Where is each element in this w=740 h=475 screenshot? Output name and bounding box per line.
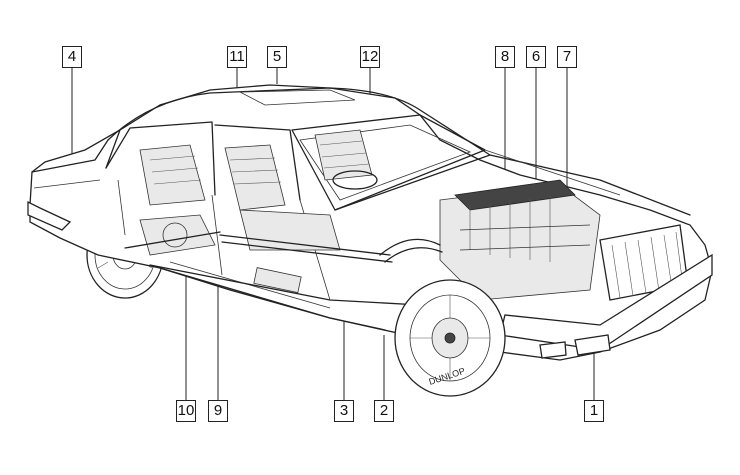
callout-10: 10 [176,400,196,422]
steering-wheel [332,170,378,190]
rear-axle-assembly [124,214,221,256]
callout-5: 5 [267,46,287,68]
callout-8: 8 [495,46,515,68]
callout-12: 12 [360,46,380,68]
callout-2: 2 [374,400,394,422]
callout-6: 6 [526,46,546,68]
rear-seat [139,144,206,206]
air-intake [379,238,443,263]
callout-9: 9 [208,400,228,422]
exhaust [149,264,421,306]
propshaft [219,234,393,263]
front-wheel [394,279,506,397]
callout-7: 7 [557,46,577,68]
callout-1: 1 [584,400,604,422]
sunroof [239,89,356,106]
callout-11: 11 [227,46,247,68]
callout-3: 3 [334,400,354,422]
callout-4: 4 [62,46,82,68]
front-bumper [499,253,713,359]
engine-block [439,179,601,301]
